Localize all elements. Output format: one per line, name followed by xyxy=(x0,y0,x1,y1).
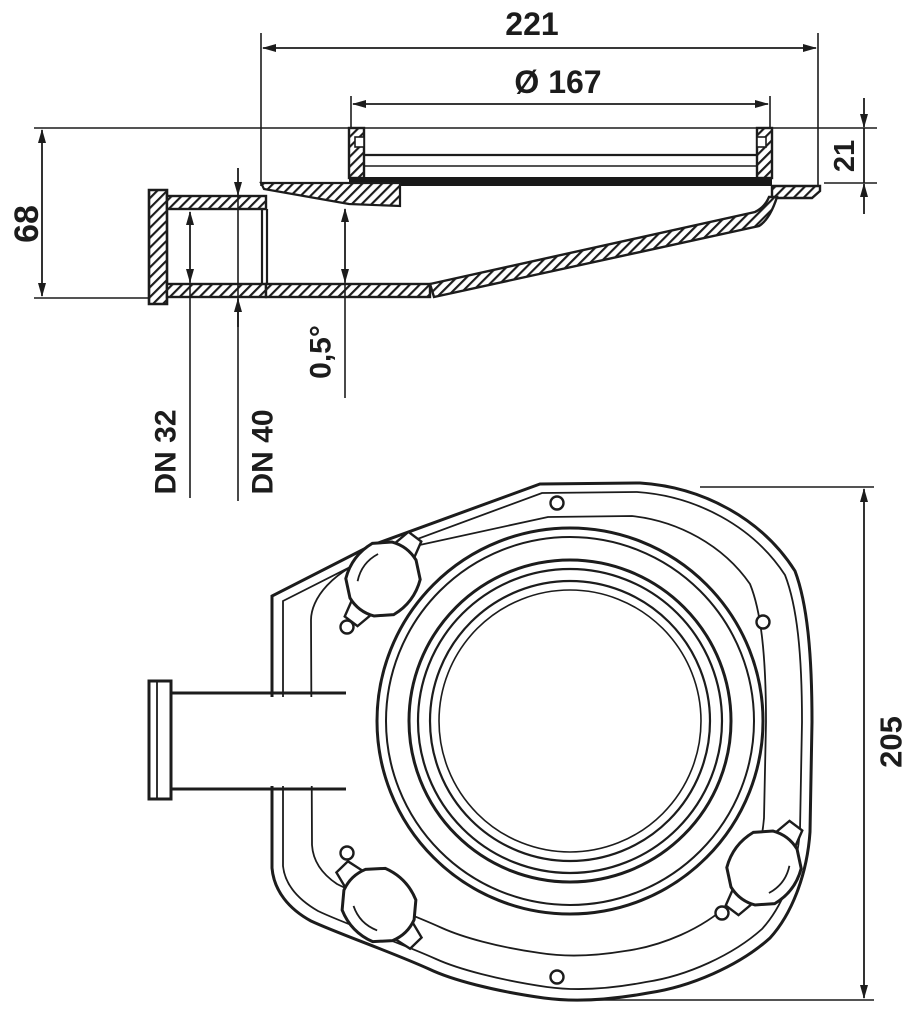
screw-hole-lower-left xyxy=(339,845,355,861)
lug-knob xyxy=(725,829,803,907)
frame-left-wall xyxy=(347,126,366,180)
outlet-pipe-plan xyxy=(147,679,346,801)
section-dimensions xyxy=(34,33,877,501)
bayonet-lug-upper-left xyxy=(343,530,423,628)
ring-mid-2 xyxy=(416,567,724,875)
dim-21-label: 21 xyxy=(829,140,861,172)
frame-right-wall xyxy=(755,126,774,180)
frame-right-wall-notch xyxy=(756,136,767,148)
ring-inner-1 xyxy=(428,579,712,863)
dim-68-label: 68 xyxy=(8,205,46,243)
outlet-pipe-top-wall xyxy=(165,194,268,211)
ring-outer-1 xyxy=(375,526,765,916)
screw-hole-upper-left xyxy=(339,619,355,635)
outlet-socket-cap xyxy=(147,188,169,306)
lug-knob xyxy=(340,866,418,944)
body-floor-horizontal xyxy=(264,282,432,299)
screw-hole-bottom xyxy=(549,969,565,985)
section-view: 221 Ø 167 21 68 DN 32 DN 40 0,5° xyxy=(8,6,877,501)
left-flange-plate xyxy=(259,181,402,208)
dim-221-label: 221 xyxy=(505,6,558,42)
body-floor-sloped xyxy=(428,195,779,299)
dim-slope-label: 0,5° xyxy=(305,325,338,379)
screw-hole-top xyxy=(549,495,565,511)
bayonet-lug-lower-right xyxy=(724,819,804,917)
bayonet-lug-lower-left xyxy=(334,859,424,951)
pipe-knockout xyxy=(269,697,347,786)
cover-plate-edge xyxy=(349,177,772,186)
plan-dimensions xyxy=(558,486,874,1001)
lug-detail-arc xyxy=(352,905,378,932)
lug-knob xyxy=(344,540,422,618)
dim-167-label: Ø 167 xyxy=(514,64,601,100)
dim-dn32-label: DN 32 xyxy=(150,409,183,494)
pipe-socket-cap-plan xyxy=(147,679,173,801)
lug-detail-arc xyxy=(768,865,791,894)
drain-body-section xyxy=(147,126,822,306)
lug-detail-arc xyxy=(356,553,379,582)
plan-platform-edge xyxy=(310,515,767,957)
ring-inner-2 xyxy=(438,589,702,853)
dim-dn40-label: DN 40 xyxy=(247,409,280,494)
outlet-pipe-bottom-wall xyxy=(165,282,268,299)
frame-left-wall-notch xyxy=(354,136,365,148)
plan-view: 205 xyxy=(147,481,909,1002)
ring-mid-1 xyxy=(407,558,733,884)
screw-hole-bottom-right xyxy=(714,905,730,921)
screw-holes xyxy=(339,495,771,985)
right-flange xyxy=(770,184,822,200)
screw-hole-right xyxy=(755,614,771,630)
dim-205-label: 205 xyxy=(874,716,909,768)
ring-outer-2 xyxy=(385,536,755,906)
drain-opening-rings xyxy=(375,526,765,916)
